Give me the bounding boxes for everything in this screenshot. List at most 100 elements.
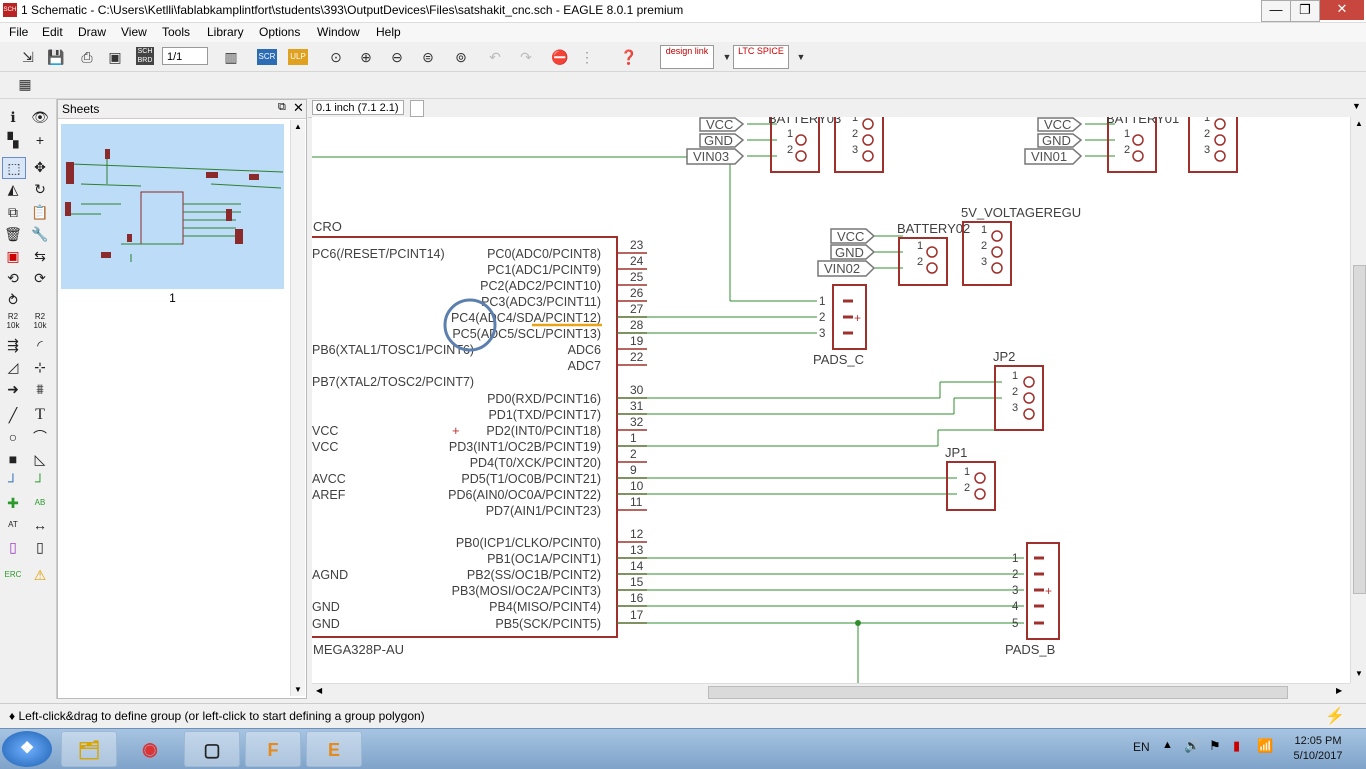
open-icon[interactable]: ⇲ [22, 49, 34, 65]
start-orb-icon[interactable]: ❖ [2, 731, 52, 767]
menu-file[interactable]: File [9, 25, 29, 39]
mark-icon[interactable]: + [35, 132, 45, 148]
scroll-left-icon[interactable]: ◀ [316, 686, 323, 695]
scroll-down-icon[interactable]: ▼ [294, 685, 302, 694]
sheets-scrollbar[interactable]: ▲ ▼ [290, 120, 305, 696]
menu-library[interactable]: Library [207, 25, 244, 39]
zoom-redraw-icon[interactable]: ⊜ [422, 49, 434, 65]
help-icon[interactable]: ❓ [620, 49, 638, 65]
eagle-icon[interactable]: E [306, 731, 362, 767]
mirror-icon[interactable]: ◭ [7, 181, 19, 197]
fabmodules-icon[interactable]: ▢ [184, 731, 240, 767]
rectangle-icon[interactable]: ■ [8, 451, 18, 467]
canvas-vertical-scrollbar[interactable]: ▲ ▼ [1350, 117, 1366, 683]
lightning-icon[interactable]: ⚡ [1325, 708, 1345, 725]
command-line-toggle[interactable] [410, 100, 424, 117]
move-icon[interactable]: ✥ [34, 159, 46, 175]
display-layers-icon[interactable]: ▚ [7, 132, 19, 148]
wrench-icon[interactable]: 🔧 [31, 226, 49, 242]
ulp-icon[interactable]: ULP [288, 49, 308, 65]
canvas-horizontal-scrollbar[interactable]: ◀ ▶ [312, 683, 1350, 700]
undock-icon[interactable]: ⧉ [278, 101, 286, 113]
design-link-button[interactable]: design link [660, 45, 714, 69]
erc-icon[interactable]: ERC [4, 570, 22, 579]
scroll-down-icon[interactable]: ▼ [1355, 669, 1363, 678]
text-icon[interactable]: T [35, 406, 45, 423]
pinswap-icon[interactable]: ⇆ [34, 248, 46, 264]
vertical-scroll-thumb[interactable] [1353, 265, 1366, 594]
warning-icon[interactable]: ⚠ [33, 567, 47, 583]
net-icon[interactable]: ┘ [35, 473, 45, 489]
delete-icon[interactable]: 🗑 [4, 226, 22, 242]
script-icon[interactable]: SCR [257, 49, 277, 65]
show-icon[interactable]: 👁 [31, 109, 49, 125]
zoom-in-icon[interactable]: ⊕ [360, 49, 372, 65]
chrome-icon[interactable]: ◉ [142, 739, 158, 759]
dimension-icon[interactable]: ↔ [33, 517, 47, 533]
menu-help[interactable]: Help [376, 25, 401, 39]
ltspice-button[interactable]: LTC SPICE [733, 45, 789, 69]
save-icon[interactable]: 💾 [47, 49, 65, 65]
frame-icon[interactable]: ▯ [9, 539, 17, 555]
power-icon[interactable]: ▮ [1233, 738, 1241, 753]
replace-icon[interactable]: ⟲ [7, 270, 19, 286]
zoom-out-icon[interactable]: ⊖ [391, 49, 403, 65]
module-icon[interactable]: ▯ [36, 539, 44, 555]
miter-icon[interactable]: ◜ [37, 337, 43, 353]
paste-icon[interactable]: 📋 [31, 204, 49, 220]
network-icon[interactable]: 📶 [1257, 738, 1274, 753]
arc-icon[interactable]: ⌒ [33, 429, 47, 445]
sheet-thumbnail[interactable] [61, 124, 284, 289]
group-icon[interactable]: ⬚ [2, 157, 26, 179]
arrow-icon[interactable]: ➜ [7, 381, 19, 397]
zoom-fit-icon[interactable]: ⊙ [330, 49, 342, 65]
menu-draw[interactable]: Draw [78, 25, 107, 39]
tray-expand-icon[interactable]: ▲ [1162, 739, 1173, 751]
label-icon[interactable]: AB [34, 498, 46, 507]
go-icon[interactable]: ⋮ [580, 49, 594, 65]
scroll-up-icon[interactable]: ▲ [1355, 119, 1363, 128]
volume-icon[interactable]: 🔊 [1184, 738, 1201, 753]
line-icon[interactable]: ╱ [8, 407, 18, 423]
flag-icon[interactable]: ⚑ [1209, 738, 1221, 753]
menu-edit[interactable]: Edit [42, 25, 63, 39]
chevron-down-icon[interactable]: ▼ [796, 52, 806, 62]
undo-icon[interactable]: ↶ [489, 49, 501, 65]
rotate-icon[interactable]: ↻ [34, 181, 46, 197]
zoom-select-icon[interactable]: ⊚ [455, 49, 467, 65]
smash-icon[interactable]: ⇶ [7, 337, 19, 353]
copy-icon[interactable]: ⧉ [8, 204, 18, 220]
optimize-icon[interactable]: ⊹ [34, 359, 46, 375]
maximize-button[interactable]: ❐ [1290, 0, 1320, 22]
schematic-drawing[interactable]: CRO MEGA328P-AU PC0(ADC0/PCINT8)23PC1(AD… [312, 117, 1350, 683]
info-icon[interactable]: ℹ [10, 109, 16, 125]
scroll-up-icon[interactable]: ▲ [294, 122, 302, 131]
grid-icon[interactable]: ▦ [18, 76, 32, 92]
stop-icon[interactable]: ⛔ [551, 49, 569, 65]
language-indicator[interactable]: EN [1133, 740, 1150, 754]
clock[interactable]: 12:05 PM 5/10/2017 [1283, 734, 1353, 764]
polygon-icon[interactable]: ◺ [34, 451, 46, 467]
attribute-icon[interactable]: AT [8, 520, 18, 529]
sheet-select[interactable]: 1/1 [162, 47, 208, 65]
chevron-down-icon[interactable]: ▼ [722, 52, 732, 62]
invoke-icon[interactable]: ⥁ [8, 292, 18, 308]
bus-icon[interactable]: ⩩ [36, 381, 44, 397]
file-explorer-icon[interactable]: 🗂 [61, 731, 117, 767]
minimize-button[interactable]: — [1261, 0, 1291, 22]
fusion360-icon[interactable]: F [245, 731, 301, 767]
redo-icon[interactable]: ↷ [520, 49, 532, 65]
menu-tools[interactable]: Tools [162, 25, 191, 39]
close-icon[interactable]: ✕ [293, 100, 304, 115]
horizontal-scroll-thumb[interactable] [708, 686, 1288, 699]
menu-options[interactable]: Options [259, 25, 301, 39]
add-part-icon[interactable]: ▣ [6, 248, 20, 264]
close-button[interactable]: ✕ [1320, 0, 1364, 20]
print-icon[interactable]: ⎙ [81, 49, 93, 65]
split-icon[interactable]: ◿ [7, 359, 19, 375]
bus-draw-icon[interactable]: ┘ [8, 473, 18, 489]
circle-icon[interactable]: ○ [8, 429, 18, 445]
